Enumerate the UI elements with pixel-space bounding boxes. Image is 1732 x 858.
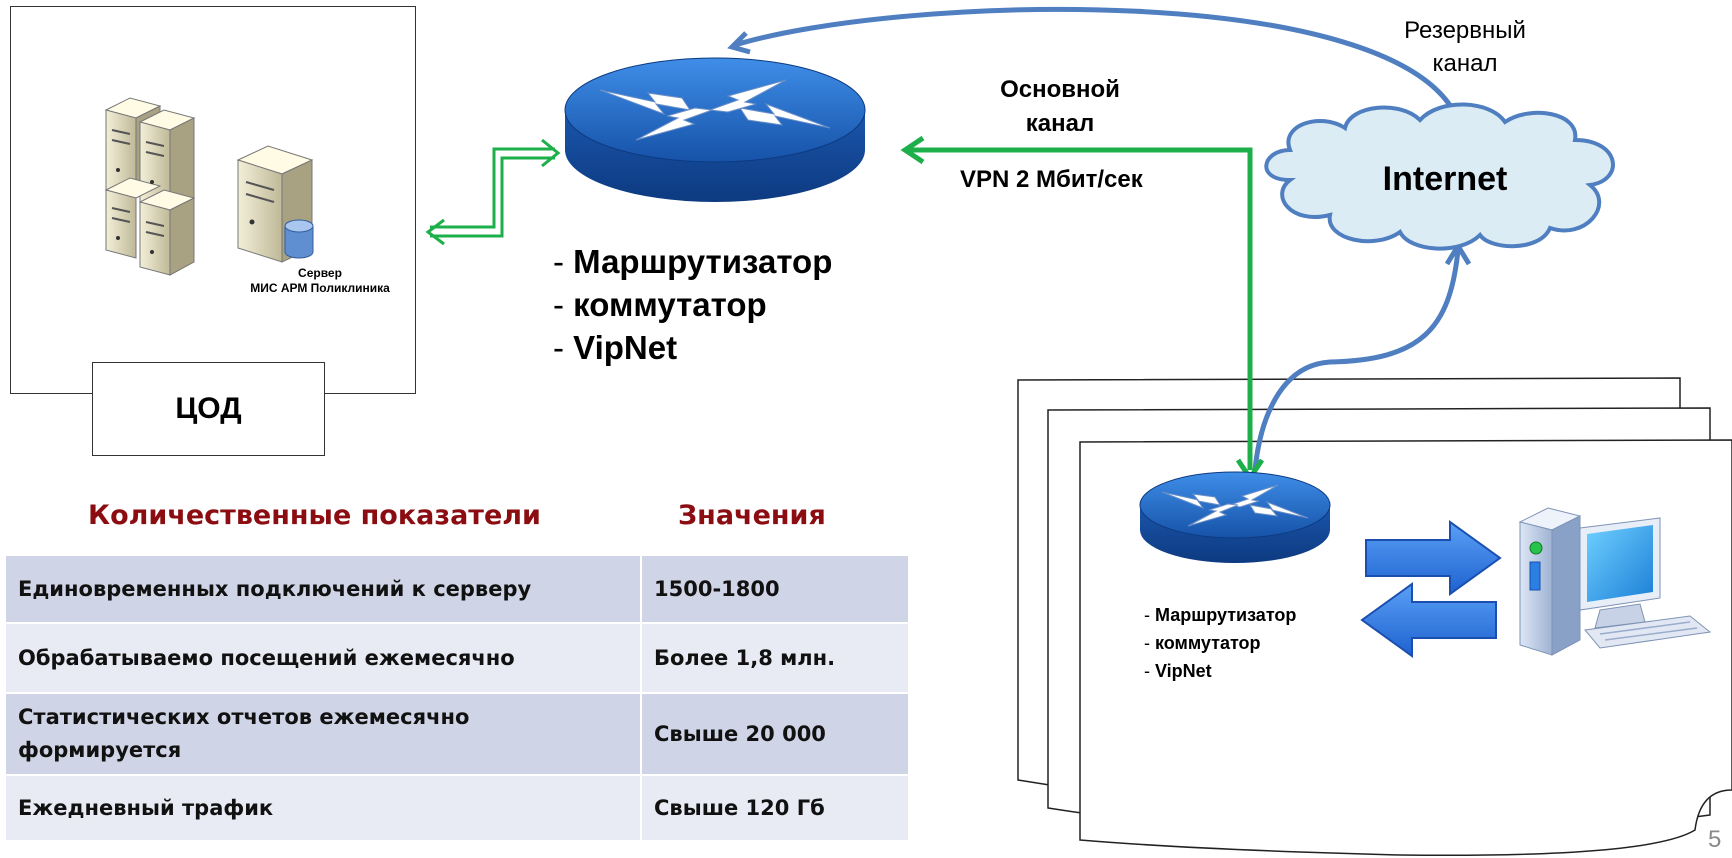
table-cell-value: Более 1,8 млн.	[640, 622, 910, 694]
table-row: Обрабатываемо посещений ежемесячно Более…	[4, 622, 910, 694]
mis-server-icon	[236, 145, 314, 263]
table-cell-metric: Обрабатываемо посещений ежемесячно	[4, 622, 642, 694]
table-row: Ежедневный трафик Свыше 120 Гб	[4, 774, 910, 842]
branch-router-item-router: - Маршрутизатор	[1144, 605, 1297, 625]
reserve-channel-arc	[734, 6, 1461, 121]
server-rack-icon	[104, 97, 196, 276]
main-channel-label: Основной канал	[960, 73, 1160, 141]
table-cell-value: Свыше 120 Гб	[640, 774, 910, 842]
table-header-metrics: Количественные показатели	[88, 500, 541, 531]
table-cell-metric: Единовременных подключений к серверу	[4, 554, 642, 624]
main-channel-link	[905, 147, 1253, 470]
internet-branch-link	[1252, 249, 1461, 471]
internet-label: Internet	[1382, 160, 1508, 198]
vpn-speed-label: VPN 2 Мбит/сек	[960, 166, 1143, 193]
branch-router-item-switch: - коммутатор	[1144, 633, 1261, 653]
page-number: 5	[1708, 826, 1722, 853]
internet-cloud-shape	[1264, 102, 1615, 251]
server-caption-line2: МИС АРМ Поликлиника	[250, 281, 390, 295]
main-arrowhead-router	[900, 135, 925, 165]
reserve-channel-label-line2: канал	[1432, 50, 1498, 77]
branch-router-item-vipnet: - VipNet	[1144, 661, 1212, 681]
server-caption: Сервер МИС АРМ Поликлиника	[240, 266, 400, 296]
table-cell-metric: Ежедневный трафик	[4, 774, 642, 842]
table-cell-value: 1500-1800	[640, 554, 910, 624]
datacenter-label: ЦОД	[92, 362, 325, 456]
reserve-channel-label: Резервный канал	[1360, 14, 1570, 80]
main-channel-label-line2: канал	[1025, 110, 1095, 137]
datacenter-router-link	[425, 138, 561, 246]
upload-arrow-icon	[1365, 520, 1502, 596]
table-row: Статистических отчетов ежемесячно формир…	[4, 692, 910, 776]
table-cell-value: Свыше 20 000	[640, 692, 910, 776]
server-caption-line1: Сервер	[298, 266, 342, 280]
branch-router-functions: - Маршрутизатор - коммутатор - VipNet	[1144, 601, 1296, 685]
reserve-arrowhead-router	[727, 31, 751, 55]
table-row: Единовременных подключений к серверу 150…	[4, 554, 910, 624]
metrics-table: Единовременных подключений к серверу 150…	[4, 554, 910, 842]
branch-router-icon	[1139, 471, 1331, 563]
table-header-values: Значения	[678, 500, 826, 531]
main-channel-label-line1: Основной	[1000, 76, 1120, 103]
datacenter-frame	[10, 6, 416, 394]
table-cell-metric: Статистических отчетов ежемесячно формир…	[4, 692, 642, 776]
main-router-item-router: - Маршрутизатор	[553, 243, 833, 280]
workstation-pc-icon	[1518, 507, 1712, 656]
download-arrow-icon	[1360, 582, 1497, 658]
reserve-channel-label-line1: Резервный	[1404, 17, 1526, 44]
main-router-item-switch: - коммутатор	[553, 286, 767, 323]
main-router-icon	[564, 57, 866, 202]
main-router-item-vipnet: - VipNet	[553, 329, 678, 366]
main-router-functions: - Маршрутизатор - коммутатор - VipNet	[553, 240, 832, 369]
